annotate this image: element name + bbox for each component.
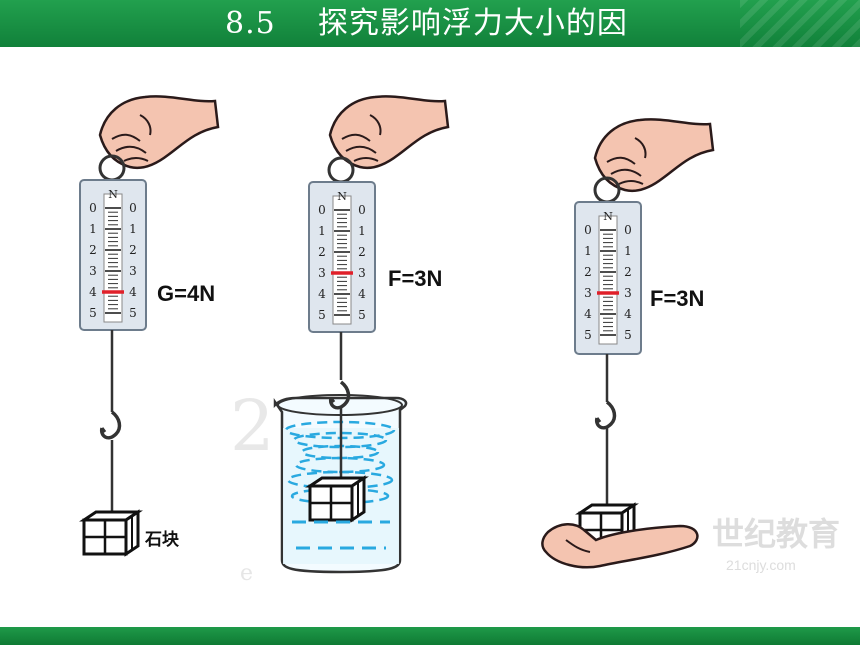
scale-number-left: 1 — [318, 224, 326, 238]
scale-number-left: 1 — [584, 244, 592, 258]
title-text: 探究影响浮力大小的因 — [317, 6, 628, 41]
scale-number-left: 5 — [318, 308, 326, 322]
stone-label: 石块 — [145, 530, 179, 549]
scale-number-left: 5 — [584, 328, 592, 342]
title-bar: 8.5 探究影响浮力大小的因 — [0, 0, 860, 47]
scale-number-right: 0 — [129, 201, 137, 215]
scale-ticks: N0 0 1 1 2 2 3 3 4 4 5 5 — [584, 210, 632, 342]
svg-text:e: e — [240, 561, 253, 586]
open-hand-icon — [541, 523, 699, 569]
scale-unit: N — [108, 188, 118, 201]
hook-icon — [594, 400, 617, 430]
scale-number-right: 2 — [358, 245, 366, 259]
scale-number-right: 3 — [358, 266, 366, 280]
stone-block-icon — [82, 510, 140, 556]
water-reading-label: F=3N — [388, 266, 443, 291]
stone-block-icon — [308, 476, 366, 522]
scale-number-left: 3 — [318, 266, 326, 280]
gravity-reading-label: G=4N — [157, 281, 216, 306]
scale-number-right: 5 — [129, 306, 137, 320]
title-decoration — [740, 0, 860, 47]
scale-number-left: 0 — [584, 223, 592, 237]
scale-number-left: 3 — [584, 286, 592, 300]
scale-number-left: 0 — [318, 203, 326, 217]
spring-scale-air: N0 0 1 1 2 2 3 3 4 4 5 5 — [79, 95, 220, 556]
scale-number-right: 1 — [358, 224, 366, 238]
scale-number-left: 3 — [89, 264, 97, 278]
watermark-brand: 世纪教育 — [712, 516, 840, 552]
scale-number-right: 4 — [129, 285, 137, 299]
scale-number-left: 1 — [89, 222, 97, 236]
spring-scale-water: N0 0 1 1 2 2 3 3 4 4 5 5 — [273, 95, 450, 574]
scale-number-left: 4 — [584, 307, 592, 321]
scale-unit: N — [603, 210, 613, 223]
page-title: 8.5 探究影响浮力大小的因 — [225, 6, 628, 42]
scale-number-right: 2 — [624, 265, 632, 279]
watermark-site: 21cnjy.com — [726, 557, 796, 573]
water-ripple — [292, 431, 388, 449]
scale-unit: N — [337, 190, 347, 203]
scale-number-right: 2 — [129, 243, 137, 257]
spring-scale-hand: N0 0 1 1 2 2 3 3 4 4 5 5 — [541, 118, 715, 569]
scale-number-right: 5 — [624, 328, 632, 342]
scale-number-right: 3 — [624, 286, 632, 300]
hand-reading-label: F=3N — [650, 286, 705, 311]
scale-number-right: 0 — [358, 203, 366, 217]
scale-number-right: 5 — [358, 308, 366, 322]
hook-icon — [99, 410, 122, 440]
scale-number-right: 4 — [624, 307, 632, 321]
scale-number-right: 0 — [624, 223, 632, 237]
scale-number-left: 2 — [318, 245, 326, 259]
scale-number-left: 4 — [89, 285, 97, 299]
scale-ticks: N0 0 1 1 2 2 3 3 4 4 5 5 — [89, 188, 137, 320]
hand-icon — [328, 95, 450, 170]
scale-number-left: 4 — [318, 287, 326, 301]
scale-number-right: 3 — [129, 264, 137, 278]
scale-number-left: 2 — [584, 265, 592, 279]
scale-ticks: N0 0 1 1 2 2 3 3 4 4 5 5 — [318, 190, 366, 322]
title-number: 8.5 — [225, 6, 276, 41]
scale-number-left: 5 — [89, 306, 97, 320]
background-decoration: 2 — [230, 385, 275, 467]
scale-number-right: 1 — [129, 222, 137, 236]
scale-number-right: 4 — [358, 287, 366, 301]
scale-number-left: 2 — [89, 243, 97, 257]
bottom-bar — [0, 627, 860, 645]
scale-number-right: 1 — [624, 244, 632, 258]
scale-number-left: 0 — [89, 201, 97, 215]
